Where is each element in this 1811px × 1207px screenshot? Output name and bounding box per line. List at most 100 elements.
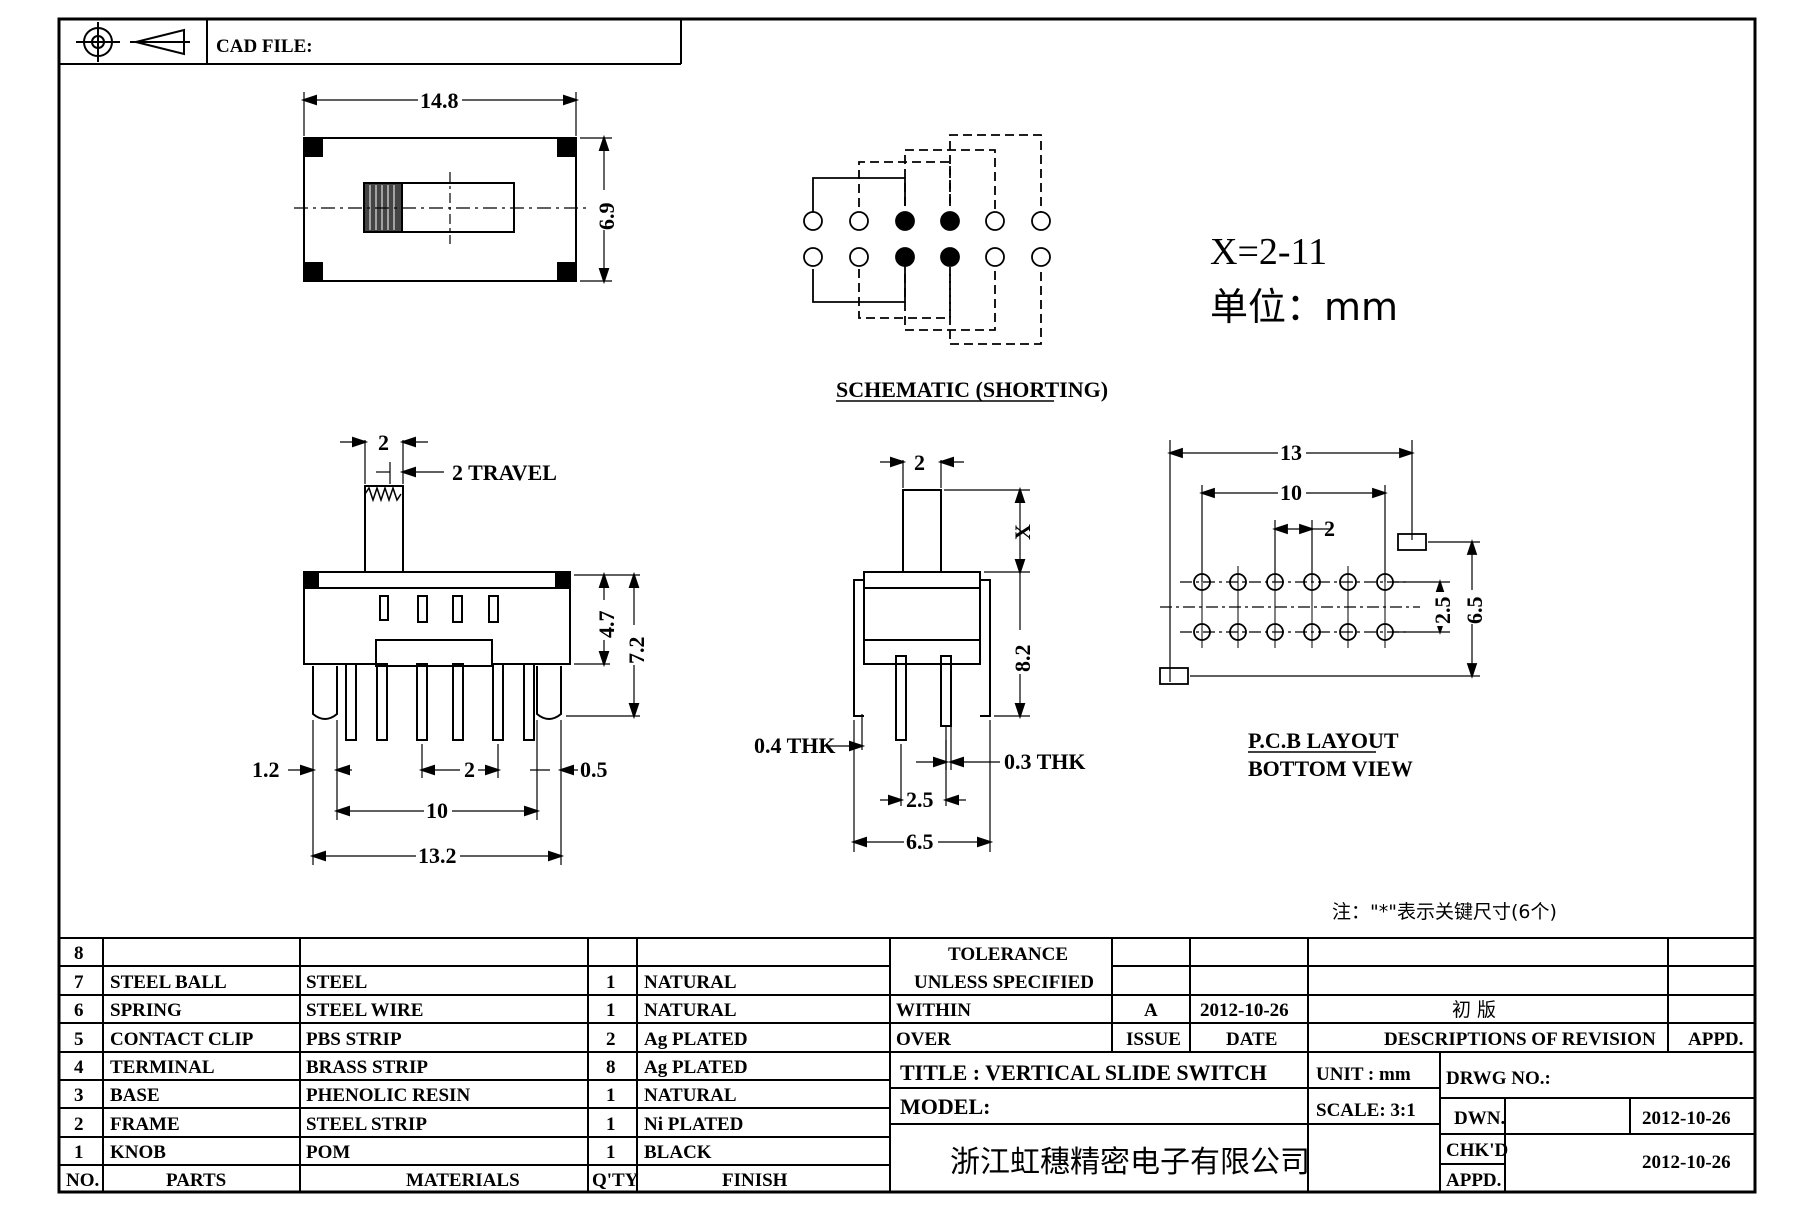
unit-field: UNIT : mm bbox=[1316, 1064, 1411, 1085]
bom-no: 6 bbox=[74, 1000, 84, 1021]
bom-material: STEEL bbox=[306, 972, 367, 993]
bom-part: FRAME bbox=[110, 1114, 180, 1135]
company-name: 浙江虹穗精密电子有限公司 bbox=[950, 1145, 1310, 1180]
bom-finish: Ni PLATED bbox=[644, 1114, 743, 1135]
drwg-no-label: DRWG NO.: bbox=[1446, 1068, 1551, 1089]
dim-side-pitch: 2.5 bbox=[906, 787, 934, 812]
scale-field: SCALE: 3:1 bbox=[1316, 1100, 1416, 1121]
dim-side-width: 6.5 bbox=[906, 829, 934, 854]
bom-header-parts: PARTS bbox=[166, 1170, 226, 1191]
tolerance-label: TOLERANCE bbox=[948, 944, 1068, 965]
front-view bbox=[288, 436, 640, 865]
dim-front-span-13: 13.2 bbox=[418, 843, 457, 868]
dim-front-knob: 2 bbox=[378, 430, 389, 455]
dwn-date: 2012-10-26 bbox=[1642, 1108, 1731, 1129]
bom-part: BASE bbox=[110, 1085, 160, 1106]
dim-front-frame-leg: 0.5 bbox=[580, 757, 608, 782]
bom-qty: 1 bbox=[606, 1142, 616, 1163]
bom-material: POM bbox=[306, 1142, 350, 1163]
schematic-shorting bbox=[803, 134, 1054, 402]
dim-front-travel: 2 TRAVEL bbox=[452, 460, 557, 485]
pcb-layout bbox=[1159, 440, 1480, 753]
bom-finish: NATURAL bbox=[644, 972, 737, 993]
side-view bbox=[826, 456, 1030, 852]
drawing-border bbox=[57, 17, 1757, 1194]
drawing-title: TITLE : VERTICAL SLIDE SWITCH bbox=[900, 1060, 1267, 1085]
dim-front-pitch: 2 bbox=[464, 757, 475, 782]
bom-part: CONTACT CLIP bbox=[110, 1029, 254, 1050]
dim-pcb-10: 10 bbox=[1280, 480, 1302, 505]
dim-side-knob: 2 bbox=[914, 450, 925, 475]
cad-file-label: CAD FILE: bbox=[216, 36, 313, 57]
bom-no: 3 bbox=[74, 1085, 84, 1106]
chkd-label: CHK'D bbox=[1446, 1140, 1508, 1161]
bom-material: STEEL STRIP bbox=[306, 1114, 427, 1135]
appd-label-2: APPD. bbox=[1446, 1170, 1501, 1191]
dim-front-span-10: 10 bbox=[426, 798, 448, 823]
title-block-grid bbox=[890, 938, 1755, 1192]
issue-label: ISSUE bbox=[1126, 1029, 1181, 1050]
dim-pcb-row-pitch: 2.5 bbox=[1430, 597, 1455, 625]
bom-part: STEEL BALL bbox=[110, 972, 227, 993]
dim-pcb-13: 13 bbox=[1280, 440, 1302, 465]
key-dimension-note: 注："*"表示关键尺寸(6个) bbox=[1332, 901, 1557, 923]
dim-pcb-total: 6.5 bbox=[1462, 597, 1487, 625]
pcb-label-2: BOTTOM VIEW bbox=[1248, 756, 1413, 781]
rev-description: 初 版 bbox=[1452, 999, 1496, 1021]
bom-finish: BLACK bbox=[644, 1142, 712, 1163]
bom-qty: 2 bbox=[606, 1029, 616, 1050]
unit-note: 单位：mm bbox=[1210, 285, 1398, 329]
bom-no: 2 bbox=[74, 1114, 84, 1135]
header-block: CAD FILE: bbox=[59, 19, 682, 65]
top-view bbox=[294, 92, 612, 285]
schematic-label: SCHEMATIC (SHORTING) bbox=[836, 377, 1108, 402]
dim-side-thk-04: 0.4 THK bbox=[754, 733, 836, 758]
bom-header-finish: FINISH bbox=[722, 1170, 788, 1191]
bom-no: 7 bbox=[74, 972, 84, 993]
bom-no: 8 bbox=[74, 943, 84, 964]
bom-no: 4 bbox=[74, 1057, 84, 1078]
x-range-note: X=2-11 bbox=[1210, 231, 1327, 273]
first-angle-projection-icon bbox=[76, 22, 190, 62]
date-label: DATE bbox=[1226, 1029, 1277, 1050]
bom-qty: 8 bbox=[606, 1057, 616, 1078]
bom-header-no: NO. bbox=[66, 1170, 99, 1191]
dim-front-total-height: 7.2 bbox=[624, 637, 649, 665]
descriptions-label: DESCRIPTIONS OF REVISION bbox=[1384, 1029, 1656, 1050]
bom-finish: NATURAL bbox=[644, 1085, 737, 1106]
dim-front-pin-width: 1.2 bbox=[252, 757, 280, 782]
bom-qty: 1 bbox=[606, 1000, 616, 1021]
bom-header-qty: Q'TY bbox=[592, 1170, 639, 1191]
bom-qty: 1 bbox=[606, 1085, 616, 1106]
bom-no: 1 bbox=[74, 1142, 84, 1163]
dwn-label: DWN. bbox=[1454, 1108, 1505, 1129]
dim-pcb-pitch: 2 bbox=[1324, 516, 1335, 541]
dim-side-height: 8.2 bbox=[1010, 645, 1035, 673]
bom-qty: 1 bbox=[606, 1114, 616, 1135]
bom-material: PHENOLIC RESIN bbox=[306, 1085, 470, 1106]
dim-side-knob-height: X bbox=[1010, 524, 1035, 540]
rev-issue: A bbox=[1144, 1000, 1158, 1021]
bom-material: PBS STRIP bbox=[306, 1029, 402, 1050]
model-label: MODEL: bbox=[900, 1094, 990, 1119]
dim-top-length: 14.8 bbox=[420, 88, 459, 113]
dim-top-width: 6.9 bbox=[594, 203, 619, 231]
bom-qty: 1 bbox=[606, 972, 616, 993]
bom-finish: NATURAL bbox=[644, 1000, 737, 1021]
chkd-date: 2012-10-26 bbox=[1642, 1152, 1731, 1173]
bom-finish: Ag PLATED bbox=[644, 1029, 748, 1050]
within-label: WITHIN bbox=[896, 1000, 971, 1021]
bom-finish: Ag PLATED bbox=[644, 1057, 748, 1078]
bom-material: BRASS STRIP bbox=[306, 1057, 428, 1078]
dim-front-body-height: 4.7 bbox=[594, 611, 619, 639]
bom-part: SPRING bbox=[110, 1000, 182, 1021]
bom-part: TERMINAL bbox=[110, 1057, 215, 1078]
bom-table-grid bbox=[59, 937, 1755, 1192]
bom-table-text: 8 7 STEEL BALL STEEL 1 NATURAL 6 SPRING … bbox=[66, 943, 788, 1191]
over-label: OVER bbox=[896, 1029, 951, 1050]
pcb-label-1: P.C.B LAYOUT bbox=[1248, 728, 1399, 753]
dim-side-thk-03: 0.3 THK bbox=[1004, 749, 1086, 774]
bom-header-materials: MATERIALS bbox=[406, 1170, 520, 1191]
rev-date: 2012-10-26 bbox=[1200, 1000, 1289, 1021]
